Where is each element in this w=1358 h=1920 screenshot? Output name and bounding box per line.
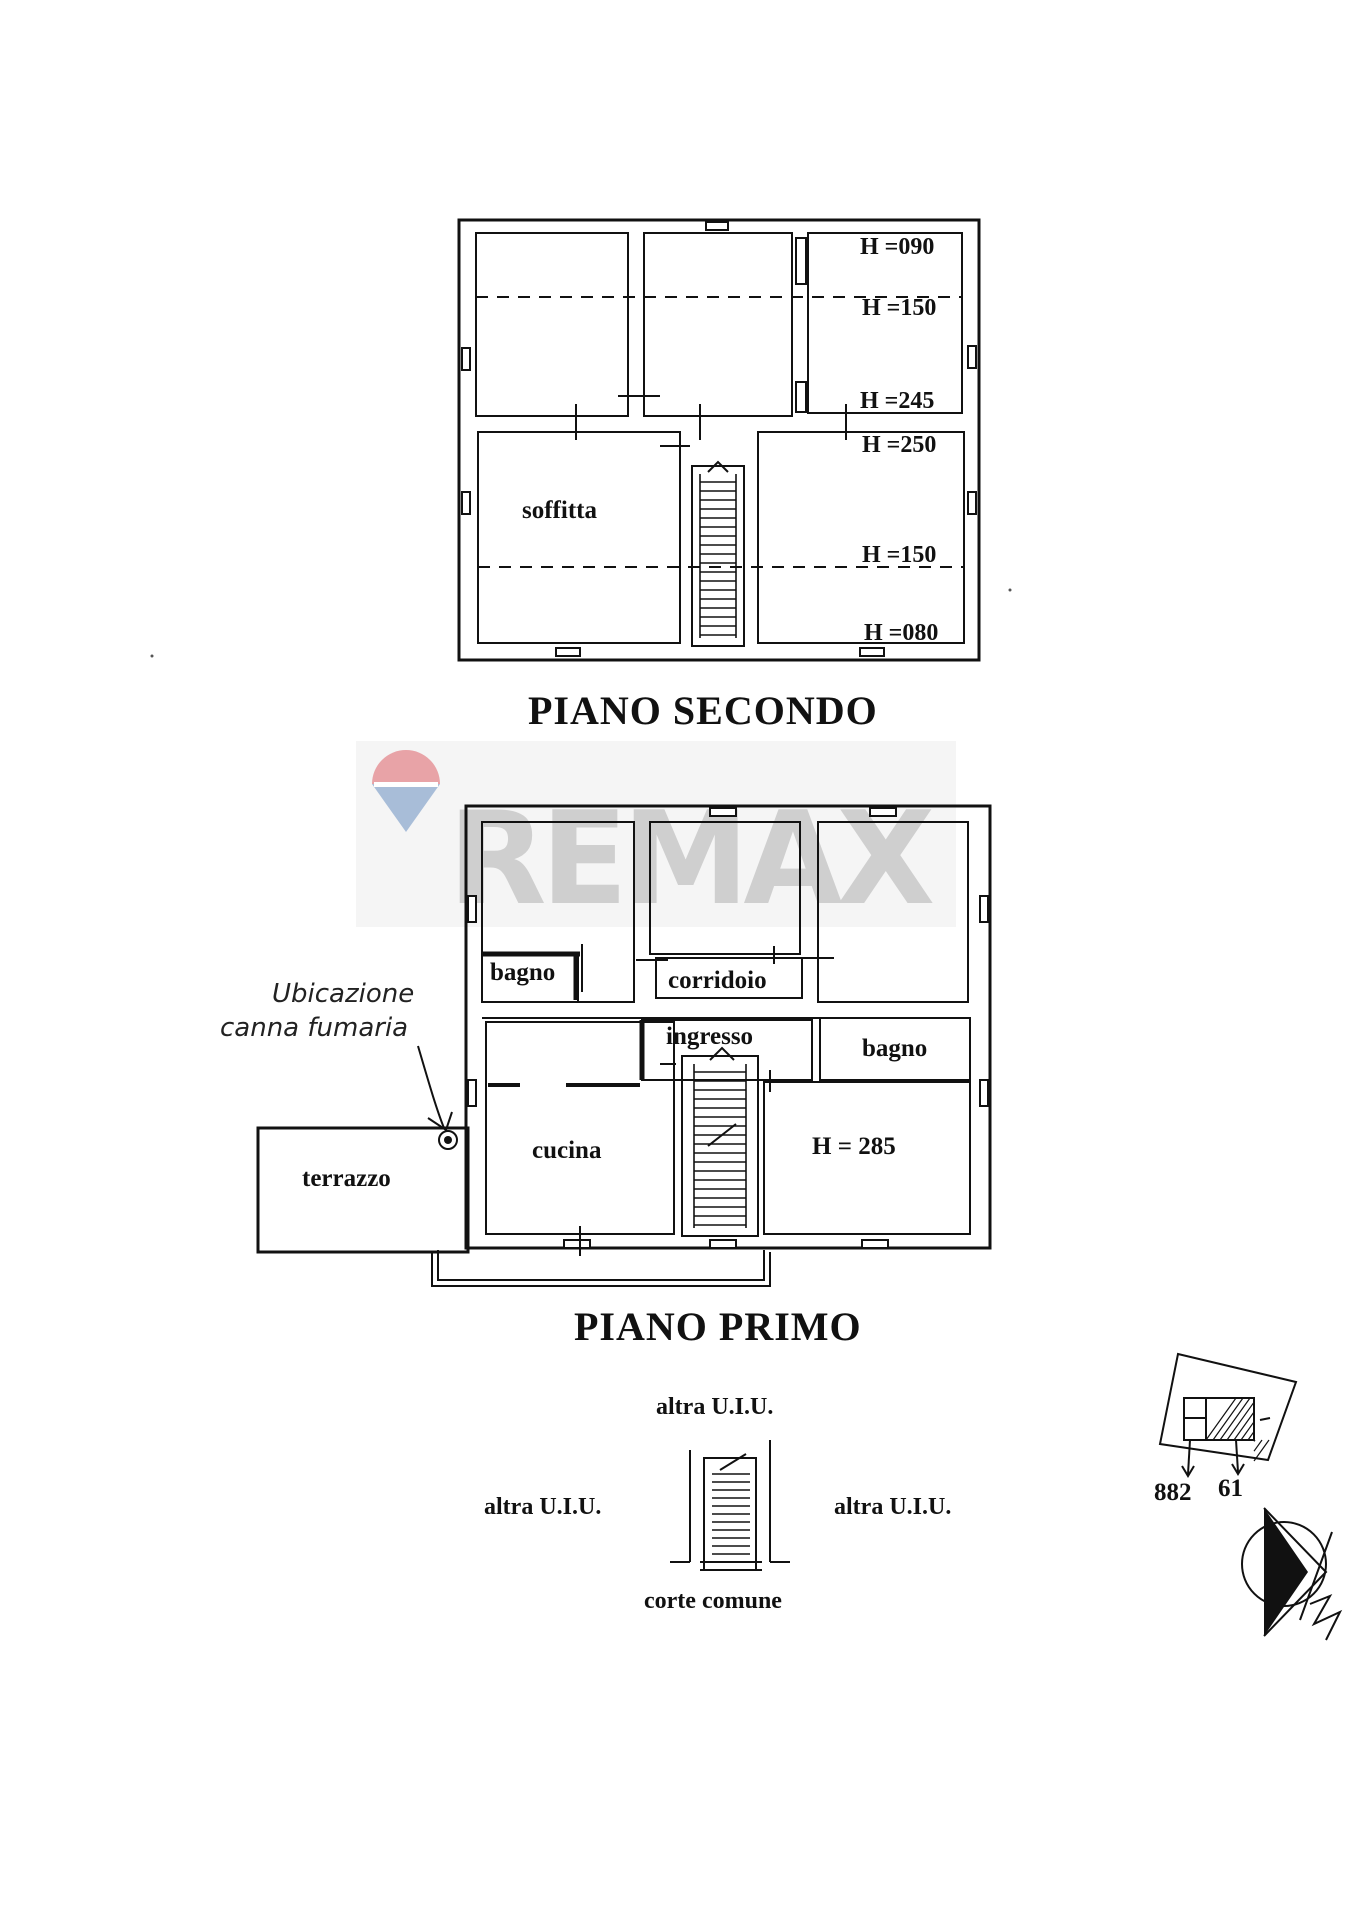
chimney-note-line2: canna fumaria [220, 1013, 408, 1043]
context-label-bottom: corte comune [644, 1588, 782, 1614]
hatch-line [1253, 1439, 1270, 1462]
room-cucina: cucina [532, 1137, 602, 1164]
height-label-1: H =090 [860, 234, 934, 260]
hatch-line [1253, 1439, 1263, 1452]
parcel-label-882: 882 [1154, 1479, 1192, 1506]
room-ingresso: ingresso [666, 1023, 753, 1050]
second-floor-stair [699, 460, 737, 638]
height-label-5: H =150 [862, 542, 936, 568]
height-label-3: H =245 [860, 388, 934, 414]
parcel-label-61: 61 [1218, 1475, 1243, 1502]
room-height-label: H = 285 [812, 1133, 896, 1160]
first-floor-title: PIANO PRIMO [574, 1304, 862, 1349]
remax-balloon-icon [372, 750, 440, 832]
location-map: 882 61 [1154, 1352, 1298, 1506]
context-label-top: altra U.I.U. [656, 1394, 773, 1420]
chimney-note-line1: Ubicazione [272, 979, 414, 1009]
first-floor-plan: bagno corridoio ingresso bagno cucina H … [220, 804, 992, 1287]
room-corridoio: corridoio [668, 967, 767, 994]
remax-watermark: REMAX [356, 741, 956, 934]
room-terrazzo: terrazzo [302, 1165, 391, 1192]
hatch-line [1240, 1421, 1255, 1441]
hatch-line [1205, 1397, 1237, 1441]
watermark-text: REMAX [448, 785, 933, 934]
second-floor-plan: H =090 H =150 H =245 H =250 H =150 H =08… [457, 218, 981, 662]
second-floor-title: PIANO SECONDO [528, 688, 878, 733]
room-bagno-right: bagno [862, 1035, 927, 1062]
height-label-6: H =080 [864, 620, 938, 646]
hatch-line [1212, 1397, 1244, 1441]
height-label-2: H =150 [862, 295, 936, 321]
north-arrow-icon [1241, 1507, 1343, 1641]
hatch-line [1233, 1411, 1255, 1441]
first-floor-stair [693, 1046, 747, 1228]
room-bagno-left: bagno [490, 959, 555, 986]
hatch-line [1247, 1431, 1255, 1441]
hatch-line [1219, 1397, 1251, 1441]
context-label-left: altra U.I.U. [484, 1494, 601, 1520]
context-diagram: altra U.I.U. altra U.I.U. altra U.I.U. c… [484, 1394, 951, 1614]
hatch-line [1226, 1401, 1255, 1441]
height-label-4: H =250 [862, 432, 936, 458]
hatch-line [1253, 1439, 1256, 1442]
room-soffitta: soffitta [522, 497, 597, 524]
chimney-icon [438, 1130, 458, 1150]
context-label-right: altra U.I.U. [834, 1494, 951, 1520]
